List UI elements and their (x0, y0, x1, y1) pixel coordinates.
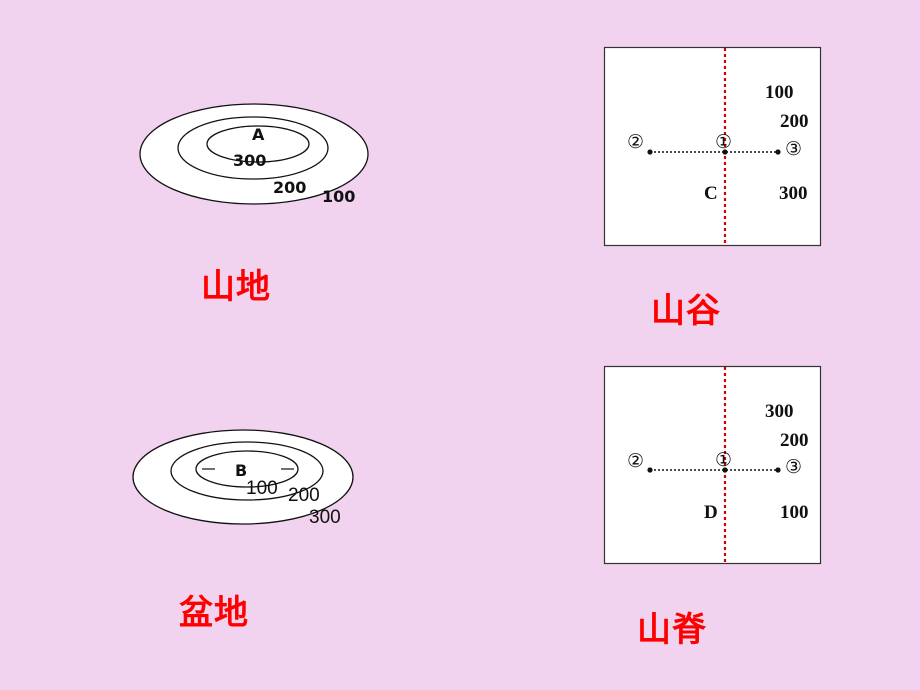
caption-ridge: 山脊 (637, 610, 707, 650)
mountain-contour-label-outer: 100 (322, 187, 355, 206)
basin-contour-label-inner: 100 (246, 478, 278, 499)
valley-point-1-dot (722, 149, 728, 155)
caption-mountain: 山地 (201, 267, 271, 307)
mountain-point-label: A (252, 125, 265, 144)
basin-contour-label-outer: 300 (309, 507, 341, 528)
valley-diagram: ① ② ③ 100 200 300 C (603, 46, 822, 247)
valley-point-3-dot (775, 149, 781, 155)
valley-marker-1: ① (715, 131, 732, 153)
valley-marker-2: ② (627, 131, 644, 153)
ridge-point-label: D (704, 502, 718, 523)
valley-contour-label-300: 300 (779, 183, 808, 204)
ridge-point-1-dot (722, 467, 728, 473)
mountain-contour-map: A 300 200 100 (139, 103, 369, 206)
mountain-contour-label-middle: 200 (273, 178, 306, 197)
valley-point-2-dot (647, 149, 653, 155)
ridge-contour-label-100: 100 (780, 502, 809, 523)
mountain-contour-label-inner: 300 (233, 151, 266, 170)
ridge-contour-label-300: 300 (765, 401, 794, 422)
ridge-marker-3: ③ (785, 456, 802, 478)
basin-contour-map: B 100 200 300 (132, 429, 354, 528)
contour-inner (195, 450, 299, 488)
valley-marker-3: ③ (785, 138, 802, 160)
ridge-marker-1: ① (715, 449, 732, 471)
caption-valley: 山谷 (651, 291, 721, 331)
ridge-point-2-dot (647, 467, 653, 473)
valley-contour-label-200: 200 (780, 111, 809, 132)
ridge-diagram: ① ② ③ 300 200 100 D (603, 365, 822, 565)
basin-contour-label-middle: 200 (288, 485, 320, 506)
basin-point-label: B (235, 461, 247, 480)
ridge-contour-label-200: 200 (780, 430, 809, 451)
valley-point-label: C (704, 183, 718, 204)
valley-frame (603, 46, 822, 247)
valley-contour-label-100: 100 (765, 82, 794, 103)
ridge-point-3-dot (775, 467, 781, 473)
ridge-frame (603, 365, 822, 565)
caption-basin: 盆地 (179, 593, 249, 633)
contour-inner (206, 125, 310, 163)
ridge-marker-2: ② (627, 450, 644, 472)
